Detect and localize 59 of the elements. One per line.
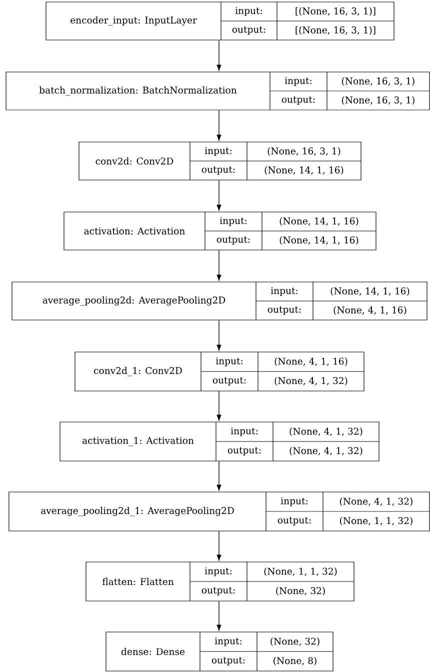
shape-value: (None, 4, 1, 32): [274, 376, 348, 386]
port-label: output:: [278, 517, 311, 526]
shape-value: (None, 16, 3, 1): [342, 96, 414, 105]
shape-value: (None, 32): [270, 638, 320, 646]
layer-name: activation: Activation: [84, 228, 185, 234]
arrow: [216, 320, 222, 351]
shape-value: (None, 4, 1, 32): [290, 428, 362, 436]
arrow: [216, 600, 222, 631]
port-label: output:: [232, 26, 266, 35]
port-label: input:: [216, 357, 242, 366]
shape-value: (None, 16, 3, 1): [268, 147, 340, 156]
layer-name: encoder_input: InputLayer: [70, 16, 197, 26]
arrow: [216, 460, 222, 491]
arrow: [216, 40, 222, 71]
layer-name: average_pooling2d_1: AveragePooling2D: [41, 506, 234, 516]
arrow: [216, 390, 222, 421]
layer-name: average_pooling2d: AveragePooling2D: [42, 296, 226, 306]
shape-value: (None, 1, 1, 32): [264, 568, 337, 576]
port-label: output:: [282, 96, 315, 105]
port-label: output:: [268, 306, 301, 315]
port-label: input:: [280, 497, 308, 506]
port-label: output:: [202, 587, 235, 596]
shape-value: (None, 14, 1, 16): [264, 166, 344, 175]
port-label: input:: [220, 217, 246, 226]
shape-value: [(None, 16, 3, 1)]: [296, 26, 376, 35]
port-label: output:: [216, 236, 250, 245]
port-label: input:: [204, 147, 232, 156]
layer-name: activation_1: Activation: [82, 436, 194, 446]
layer-name: flatten: Flatten: [102, 578, 174, 586]
arrow: [216, 110, 222, 141]
layer-name: conv2d_1: Conv2D: [94, 366, 182, 376]
shape-value: (None, 8): [274, 656, 316, 666]
shape-value: [(None, 16, 3, 1)]: [296, 7, 376, 16]
port-label: input:: [235, 7, 262, 16]
shape-value: (None, 14, 1, 16): [330, 287, 410, 296]
arrow: [216, 530, 222, 561]
port-label: output:: [212, 657, 245, 666]
shape-value: (None, 4, 1, 16): [274, 358, 348, 366]
port-label: input:: [230, 427, 258, 436]
layer-name: batch_normalization: BatchNormalization: [39, 86, 237, 96]
arrow: [216, 250, 222, 281]
port-label: input:: [204, 567, 232, 576]
shape-value: (None, 16, 3, 1): [342, 77, 414, 86]
layer-name: conv2d: Conv2D: [96, 157, 174, 165]
shape-value: (None, 14, 1, 16): [280, 236, 358, 245]
shape-value: (None, 4, 1, 16): [334, 306, 406, 315]
port-label: output:: [228, 447, 261, 456]
port-label: input:: [284, 77, 312, 86]
port-label: output:: [212, 377, 246, 386]
shape-value: (None, 4, 1, 32): [290, 446, 362, 456]
port-label: output:: [202, 166, 235, 175]
port-label: input:: [270, 287, 298, 296]
layer-name: dense: Dense: [121, 648, 185, 656]
shape-value: (None, 32): [276, 586, 325, 596]
shape-value: (None, 4, 1, 32): [340, 498, 412, 506]
shape-value: (None, 14, 1, 16): [280, 217, 358, 226]
arrow: [216, 180, 222, 211]
shape-value: (None, 1, 1, 32): [340, 516, 412, 526]
port-label: input:: [214, 637, 242, 646]
